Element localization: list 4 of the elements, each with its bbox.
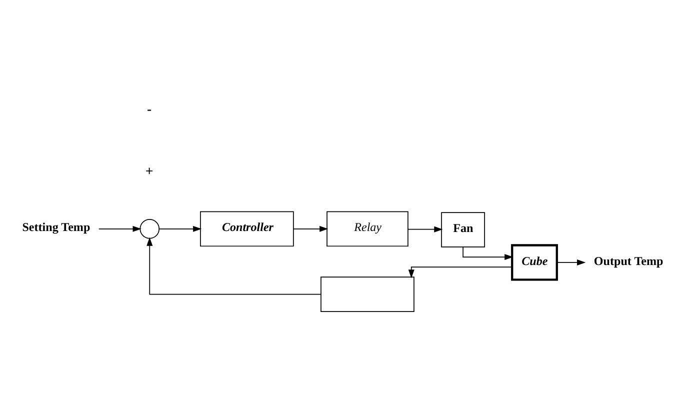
label: +	[145, 162, 154, 178]
node-text: Setting Temp	[22, 220, 90, 234]
node-text: Output Temp	[594, 253, 664, 268]
label: -	[147, 100, 152, 116]
